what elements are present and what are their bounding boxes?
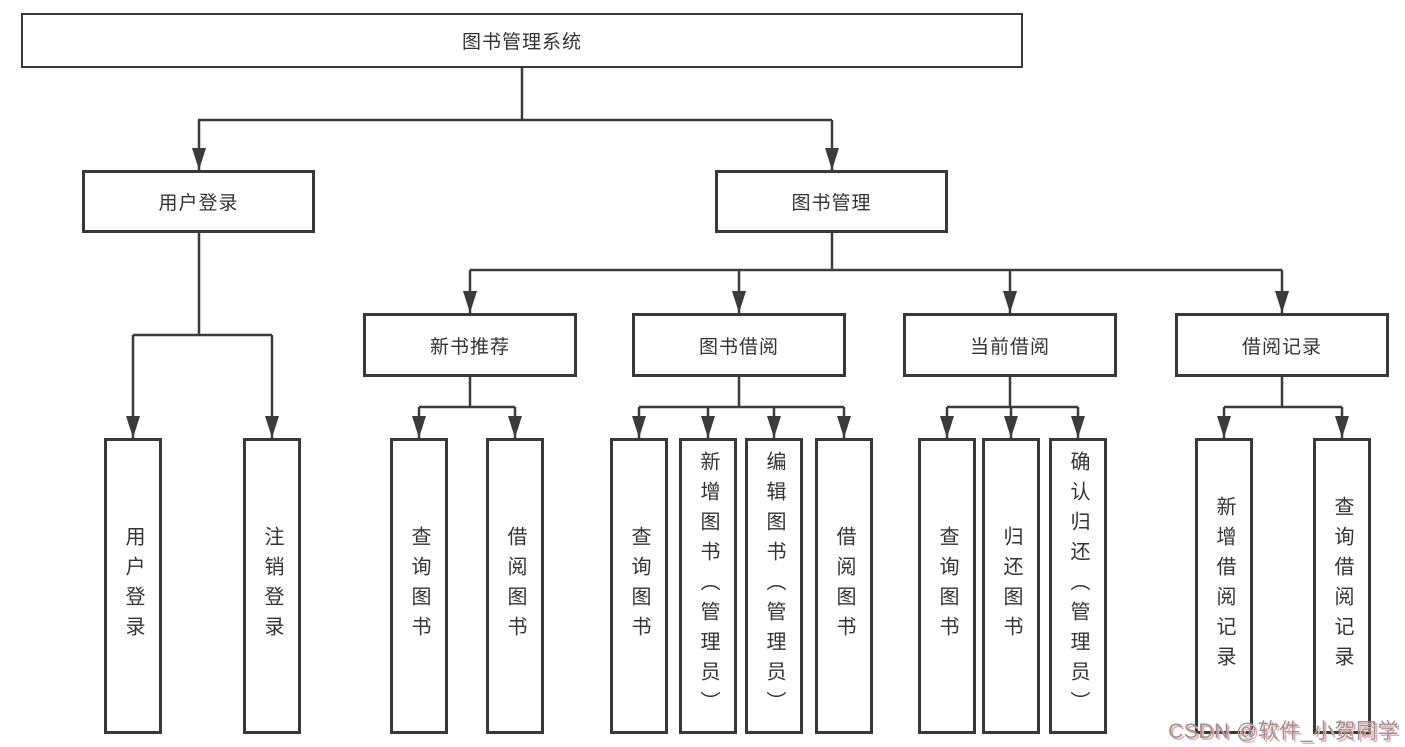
leaf-bb-borrow-books-label: 借阅图书 bbox=[833, 526, 855, 646]
csdn-watermark: CSDN @软件_小贺同学 bbox=[1168, 720, 1399, 743]
leaf-user-login: 用户登录 bbox=[104, 438, 162, 734]
leaf-user-login-label: 用户登录 bbox=[122, 526, 144, 646]
node-book-management: 图书管理 bbox=[715, 170, 948, 233]
leaf-bb-edit-book-admin: 编辑图书（管理员） bbox=[745, 438, 803, 734]
leaf-nbr-borrow-books: 借阅图书 bbox=[486, 438, 544, 734]
leaf-nbr-query-books-label: 查询图书 bbox=[408, 526, 430, 646]
leaf-cb-return-books-label: 归还图书 bbox=[1000, 526, 1022, 646]
leaf-br-add-record-label: 新增借阅记录 bbox=[1213, 496, 1235, 676]
connector-user-login bbox=[126, 233, 279, 438]
node-current-borrowing-label: 当前借阅 bbox=[969, 336, 1050, 358]
node-borrowing-records: 借阅记录 bbox=[1175, 313, 1389, 377]
leaf-bb-borrow-books: 借阅图书 bbox=[815, 438, 873, 734]
connector-new-book-recommend bbox=[412, 377, 522, 438]
leaf-cb-return-books: 归还图书 bbox=[982, 438, 1040, 734]
connector-root bbox=[192, 68, 839, 170]
leaf-bb-query-books-label: 查询图书 bbox=[628, 526, 650, 646]
leaf-logout-label: 注销登录 bbox=[261, 526, 283, 646]
node-book-borrowing-label: 图书借阅 bbox=[698, 336, 779, 358]
leaf-cb-query-books: 查询图书 bbox=[918, 438, 976, 734]
leaf-bb-add-book-admin-label: 新增图书（管理员） bbox=[697, 451, 719, 721]
node-book-management-label: 图书管理 bbox=[791, 193, 872, 214]
node-user-login-label: 用户登录 bbox=[158, 193, 239, 214]
connector-borrowing-records bbox=[1217, 377, 1349, 438]
leaf-bb-edit-book-admin-label: 编辑图书（管理员） bbox=[763, 451, 785, 721]
leaf-cb-confirm-return-admin: 确认归还（管理员） bbox=[1049, 438, 1107, 734]
leaf-bb-add-book-admin: 新增图书（管理员） bbox=[679, 438, 737, 734]
leaf-bb-query-books: 查询图书 bbox=[610, 438, 668, 734]
leaf-nbr-borrow-books-label: 借阅图书 bbox=[504, 526, 526, 646]
node-current-borrowing: 当前借阅 bbox=[903, 313, 1117, 377]
node-borrowing-records-label: 借阅记录 bbox=[1241, 336, 1322, 358]
node-new-book-recommend: 新书推荐 bbox=[363, 313, 577, 377]
leaf-cb-query-books-label: 查询图书 bbox=[936, 526, 958, 646]
node-book-borrowing: 图书借阅 bbox=[632, 313, 846, 377]
node-new-book-recommend-label: 新书推荐 bbox=[429, 336, 510, 358]
leaf-cb-confirm-return-admin-label: 确认归还（管理员） bbox=[1067, 451, 1089, 721]
leaf-br-query-record: 查询借阅记录 bbox=[1313, 438, 1371, 734]
connector-book-borrowing bbox=[632, 377, 851, 438]
node-user-login: 用户登录 bbox=[82, 170, 315, 233]
leaf-logout: 注销登录 bbox=[243, 438, 301, 734]
leaf-br-add-record: 新增借阅记录 bbox=[1195, 438, 1253, 734]
node-root-system: 图书管理系统 bbox=[21, 13, 1023, 68]
leaf-nbr-query-books: 查询图书 bbox=[390, 438, 448, 734]
connector-current-borrowing bbox=[940, 377, 1085, 438]
connector-book-management bbox=[463, 233, 1289, 313]
leaf-br-query-record-label: 查询借阅记录 bbox=[1331, 496, 1353, 676]
node-root-label: 图书管理系统 bbox=[461, 32, 582, 53]
